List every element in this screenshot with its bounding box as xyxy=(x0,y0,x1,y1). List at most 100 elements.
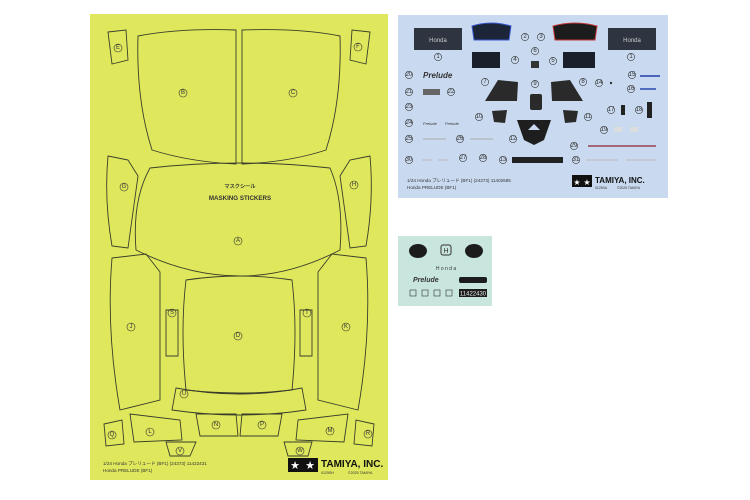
part-label-circle xyxy=(119,182,129,192)
decal-number-circle xyxy=(531,80,539,88)
bar-13 xyxy=(512,157,563,163)
decal-sheet: Honda Honda Prelude Prelude Prelude xyxy=(398,15,668,198)
decal-number: 6 xyxy=(533,48,537,54)
decal-number-circle xyxy=(600,126,608,134)
honda-plate-right xyxy=(608,28,656,50)
decal-footer-line2: Honda PRELUDE (BF1) xyxy=(407,185,457,190)
decal-number: 29 xyxy=(571,143,578,149)
screen-5 xyxy=(563,52,595,68)
part-label-circle xyxy=(341,322,351,332)
trim-9 xyxy=(530,94,542,110)
decal-number: 1 xyxy=(436,54,440,60)
panel-n xyxy=(195,413,239,437)
part-label: C xyxy=(291,90,296,96)
decal-number-circle xyxy=(584,113,592,121)
part-label: H xyxy=(352,182,356,188)
masking-copyright: ©2025 TAMIYA xyxy=(348,471,373,475)
decal-number: 17 xyxy=(608,107,615,113)
decal-number-circle xyxy=(459,154,467,162)
decal-number-circle xyxy=(456,135,464,143)
panel-v xyxy=(165,441,197,457)
part-label: J xyxy=(130,324,133,330)
decal-number-circle xyxy=(475,113,483,121)
panel-h xyxy=(339,155,372,249)
decal-number: 23 xyxy=(406,104,413,110)
masking-footer-line1: 1/24 Honda プレリュード (BF1) (24373) 11422431 xyxy=(103,461,207,467)
part-label: V xyxy=(178,448,182,454)
part-label-circle xyxy=(145,427,155,437)
part-label: P xyxy=(260,422,264,428)
decal-number-circle xyxy=(607,106,615,114)
part-label-circle xyxy=(179,389,189,399)
decal-number-circle xyxy=(531,47,539,55)
panel-j xyxy=(109,253,161,411)
decal-number-circle xyxy=(537,33,545,41)
honda-text: H o n d a xyxy=(436,266,457,272)
decal-number-circle xyxy=(579,78,587,86)
serial-plate xyxy=(459,289,487,297)
decal-number: 1 xyxy=(629,54,633,60)
decal-number: 14 xyxy=(596,80,603,86)
part-label-circle xyxy=(107,430,117,440)
decal-number: 25 xyxy=(406,136,413,142)
masking-panel-outlines xyxy=(103,29,375,457)
dot-14 xyxy=(609,81,613,85)
decal-number-circle xyxy=(479,154,487,162)
svg-text:★: ★ xyxy=(583,178,590,187)
panel-q xyxy=(103,419,125,447)
part-label: F xyxy=(356,44,360,50)
h-emblem xyxy=(440,244,452,256)
part-label-circle xyxy=(325,426,335,436)
masking-title-en: MASKING STICKERS xyxy=(209,195,271,202)
plate-text-left: Honda xyxy=(429,38,447,44)
prelude-script-small: Prelude xyxy=(413,277,439,284)
part-label-circle xyxy=(257,420,267,430)
decal-number-circle xyxy=(627,85,635,93)
decal-number: 13 xyxy=(500,157,507,163)
part-label-circle xyxy=(353,42,363,52)
decal-number: 11 xyxy=(585,114,592,120)
decal-number-circle xyxy=(635,106,643,114)
console-12 xyxy=(517,120,551,145)
trim-10 xyxy=(492,110,507,123)
decal-number: 15 xyxy=(629,72,636,78)
svg-text:★: ★ xyxy=(305,460,315,472)
tamiya-star-logo-decal: ★ ★ xyxy=(572,175,592,187)
masking-sheet-background xyxy=(90,14,388,480)
decal-number: 7 xyxy=(483,79,487,85)
part-label-circle xyxy=(295,446,305,456)
serial-number: 11422430 xyxy=(460,292,487,298)
part-label: K xyxy=(344,324,348,330)
masking-title-jp: マスクシール xyxy=(224,182,256,190)
decal-19a xyxy=(614,127,622,132)
prelude-script-20: Prelude xyxy=(423,71,453,80)
decal-number-circle xyxy=(405,135,413,143)
plate-21 xyxy=(423,89,440,95)
small-h-logos xyxy=(409,289,453,297)
decal-number: 2 xyxy=(523,34,527,40)
decal-18 xyxy=(647,102,652,118)
masking-brand: TAMIYA, INC. xyxy=(321,459,383,470)
h-emblem-letter: H xyxy=(443,248,448,255)
decal-number: 5 xyxy=(551,58,555,64)
decal-code: 0125SA xyxy=(595,186,608,190)
decal-number: 22 xyxy=(448,89,455,95)
decal-number: 24 xyxy=(406,120,413,126)
screen-4 xyxy=(472,52,500,68)
part-label: M xyxy=(328,428,333,434)
blue-gauge-cluster xyxy=(471,22,512,41)
decal-number-circle xyxy=(549,57,557,65)
panel-b xyxy=(137,29,237,165)
part-label: E xyxy=(116,45,120,51)
panel-p xyxy=(239,413,283,437)
decal-number-circle xyxy=(499,156,507,164)
decal-number-circle xyxy=(447,88,455,96)
part-label: B xyxy=(181,90,185,96)
decal-number: 18 xyxy=(636,107,643,113)
trim-11 xyxy=(563,110,578,123)
panel-f xyxy=(349,29,371,65)
red-gauge-cluster xyxy=(552,22,598,41)
decal-number-circle xyxy=(628,71,636,79)
